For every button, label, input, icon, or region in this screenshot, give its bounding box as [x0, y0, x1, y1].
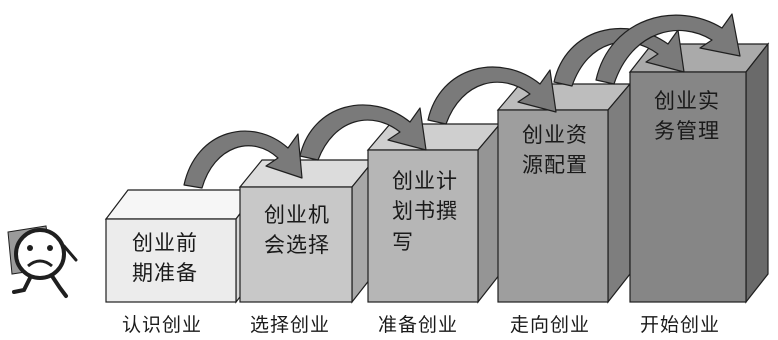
sad-face-mascot-icon [7, 225, 78, 298]
step-box-3-text: 创业计划书撰写 [392, 169, 458, 254]
curved-arrow-5-top [595, 13, 741, 85]
curved-arrow-3-4 [427, 66, 557, 125]
stage-label-3: 准备创业 [378, 314, 459, 336]
stage-label-5: 开始创业 [640, 314, 721, 336]
step-box-4-front [497, 109, 609, 303]
step-box-5-front [629, 71, 747, 303]
step-box-4 [496, 82, 632, 304]
step-box-1-front [105, 218, 237, 303]
step-box-3-front [367, 149, 479, 303]
step-box-3 [366, 122, 502, 304]
step-box-5 [628, 42, 770, 304]
curved-arrow-4-5 [553, 28, 685, 87]
step-box-2-text: 创业机会选择 [264, 203, 330, 258]
step-box-2-front [239, 186, 353, 303]
step-box-5-text: 创业实务管理 [654, 89, 720, 144]
step-box-4-text: 创业资源配置 [522, 123, 588, 178]
step-box-1-text: 创业前期准备 [132, 231, 198, 286]
curved-arrow-2-3 [299, 104, 427, 161]
stage-label-2: 选择创业 [250, 314, 331, 336]
stage-label-4: 走向创业 [510, 314, 591, 336]
stage-label-1: 认识创业 [122, 314, 203, 336]
